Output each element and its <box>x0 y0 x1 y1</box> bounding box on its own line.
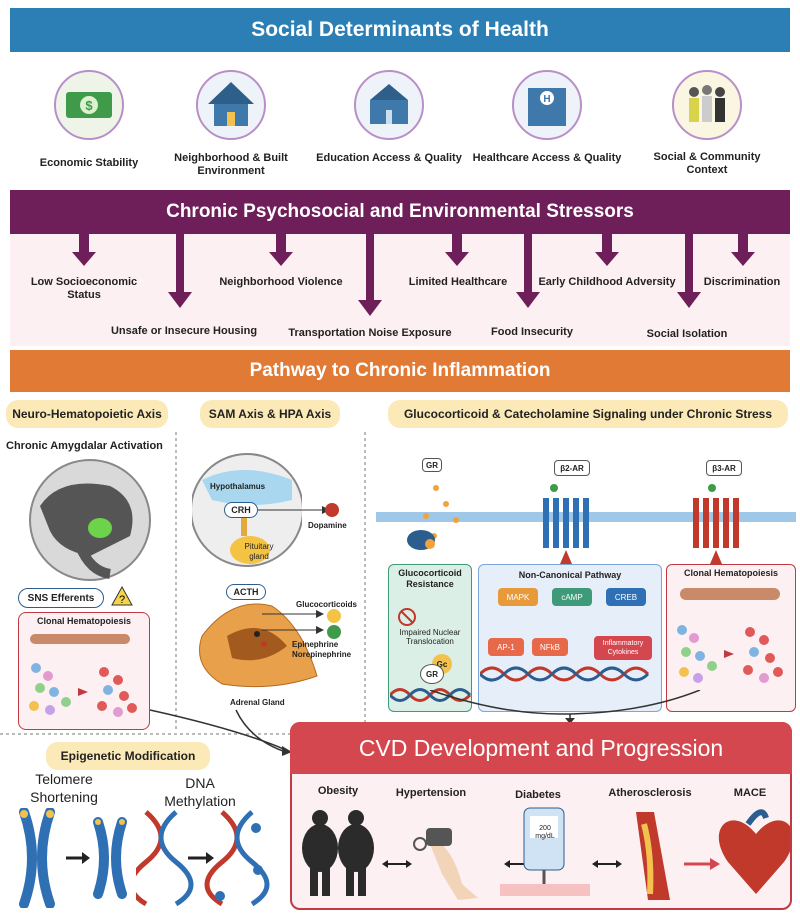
mapk-box: MAPK <box>498 588 538 606</box>
stressor-label: Social Isolation <box>646 328 728 340</box>
warning-icon: ? <box>111 585 133 606</box>
stressor-label: Food Insecurity <box>491 326 573 338</box>
svg-text:?: ? <box>119 594 125 606</box>
glucocorticoid-dot <box>327 609 341 623</box>
cvd-item-label: Atherosclerosis <box>608 787 692 799</box>
impaired-translocation-label: Impaired Nuclear Translocation <box>399 628 461 646</box>
dopamine-label: Dopamine <box>308 521 347 530</box>
cvd-title: CVD Development and Progression <box>290 722 792 774</box>
b3-ar-label: β3-AR <box>706 460 742 476</box>
telomere-label: Telomere Shortening <box>30 771 98 805</box>
epinephrine-dot <box>327 625 341 639</box>
svg-text:$: $ <box>85 98 93 113</box>
neuro-axis-pill: Neuro-Hematopoietic Axis <box>6 400 168 428</box>
stressor-label: Early Childhood Adversity <box>538 276 676 288</box>
nfkb-box: NFkB <box>532 638 568 656</box>
cell-membrane-icon <box>376 484 796 564</box>
house-icon <box>196 70 266 140</box>
brain-icon <box>29 459 151 581</box>
cvd-item-label: MACE <box>733 787 767 799</box>
community-icon <box>672 70 742 140</box>
determinant-label: Economic Stability <box>39 157 139 169</box>
money-icon: $ <box>54 70 124 140</box>
amygdala-label: Chronic Amygdalar Activation <box>6 440 163 452</box>
dna-methylation-label: DNA Methylation <box>164 775 236 809</box>
glucometer-reading: 200 mg/dL <box>535 825 555 840</box>
epinephrine-label: Epinephrine <box>292 640 339 649</box>
camp-box: cAMP <box>552 588 592 606</box>
school-icon <box>354 70 424 140</box>
svg-text:H: H <box>543 94 550 105</box>
neuro-cells-icon <box>29 634 137 717</box>
determinant-label: Neighborhood & Built Environment <box>174 152 288 177</box>
b2-ar-label: β2-AR <box>554 460 590 476</box>
determinant-label: Social & Community Context <box>653 151 761 176</box>
stressor-arrows <box>72 234 755 316</box>
determinant-label: Education Access & Quality <box>316 152 462 164</box>
gluco-cells-icon <box>677 588 783 683</box>
telomere-icon <box>19 808 127 908</box>
dna-icon-left <box>390 688 472 702</box>
stressor-label: Limited Healthcare <box>408 276 508 288</box>
hospital-icon: H <box>512 70 582 140</box>
adrenal-label: Adrenal Gland <box>230 698 285 707</box>
obesity-icon <box>302 810 374 896</box>
cvd-item-label: Hypertension <box>395 787 467 799</box>
gr-receptor: GR <box>420 664 444 684</box>
dna-icon-right <box>480 666 650 682</box>
dopamine-dot <box>325 503 339 517</box>
pituitary-label: Pituitary gland <box>244 542 274 561</box>
stressor-label: Discrimination <box>703 276 781 288</box>
epigenetic-pill: Epigenetic Modification <box>46 742 210 770</box>
cvd-item-label: Obesity <box>317 785 359 797</box>
glucocorticoids-label: Glucocorticoids <box>296 600 357 609</box>
stressor-label: Transportation Noise Exposure <box>288 327 452 339</box>
sns-efferents-label: SNS Efferents <box>18 588 104 608</box>
pathway-banner: Pathway to Chronic Inflammation <box>10 350 790 392</box>
cvd-item-label: Diabetes <box>515 789 561 801</box>
stressor-label: Unsafe or Insecure Housing <box>110 325 258 337</box>
adrenal-gland-icon <box>199 603 318 688</box>
crh-label: CRH <box>224 502 258 518</box>
hypothalamus-label: Hypothalamus <box>210 482 266 491</box>
hormone-arrows <box>262 610 324 634</box>
stressor-label: Neighborhood Violence <box>219 276 343 288</box>
creb-box: CREB <box>606 588 646 606</box>
stressors-panel <box>10 234 790 346</box>
cytokines-box: Inflammatory Cytokines <box>594 636 652 660</box>
gc-resistance-box <box>388 564 472 712</box>
blood-pressure-icon <box>413 828 478 900</box>
sam-hpa-pill: SAM Axis & HPA Axis <box>200 400 340 428</box>
stressors-banner: Chronic Psychosocial and Environmental S… <box>10 190 790 234</box>
gluco-clonal-label: Clonal Hematopoiesis <box>683 568 779 578</box>
block-icon <box>398 608 416 626</box>
noncanonical-label: Non-Canonical Pathway <box>518 570 622 580</box>
dna-methylation-icon <box>136 810 270 907</box>
social-determinants-banner: Social Determinants of Health <box>10 8 790 52</box>
gluco-signaling-pill: Glucocorticoid & Catecholamine Signaling… <box>388 400 788 428</box>
gc-resistance-label: Glucocorticoid Resistance <box>398 568 462 589</box>
acth-label: ACTH <box>226 584 266 600</box>
neuro-clonal-label: Clonal Hematopoiesis <box>36 616 132 626</box>
determinant-label: Healthcare Access & Quality <box>472 152 622 164</box>
convergence-arrows <box>149 690 701 756</box>
gr-label: GR <box>422 458 442 472</box>
ap1-box: AP-1 <box>488 638 524 656</box>
cvd-illustrations <box>302 807 790 900</box>
glucometer-icon <box>500 807 590 896</box>
artery-icon <box>636 812 670 900</box>
norepinephrine-label: Norepinephrine <box>292 650 352 659</box>
stressor-label: Low Socioeconomic Status <box>30 276 138 301</box>
heart-icon <box>718 809 790 894</box>
